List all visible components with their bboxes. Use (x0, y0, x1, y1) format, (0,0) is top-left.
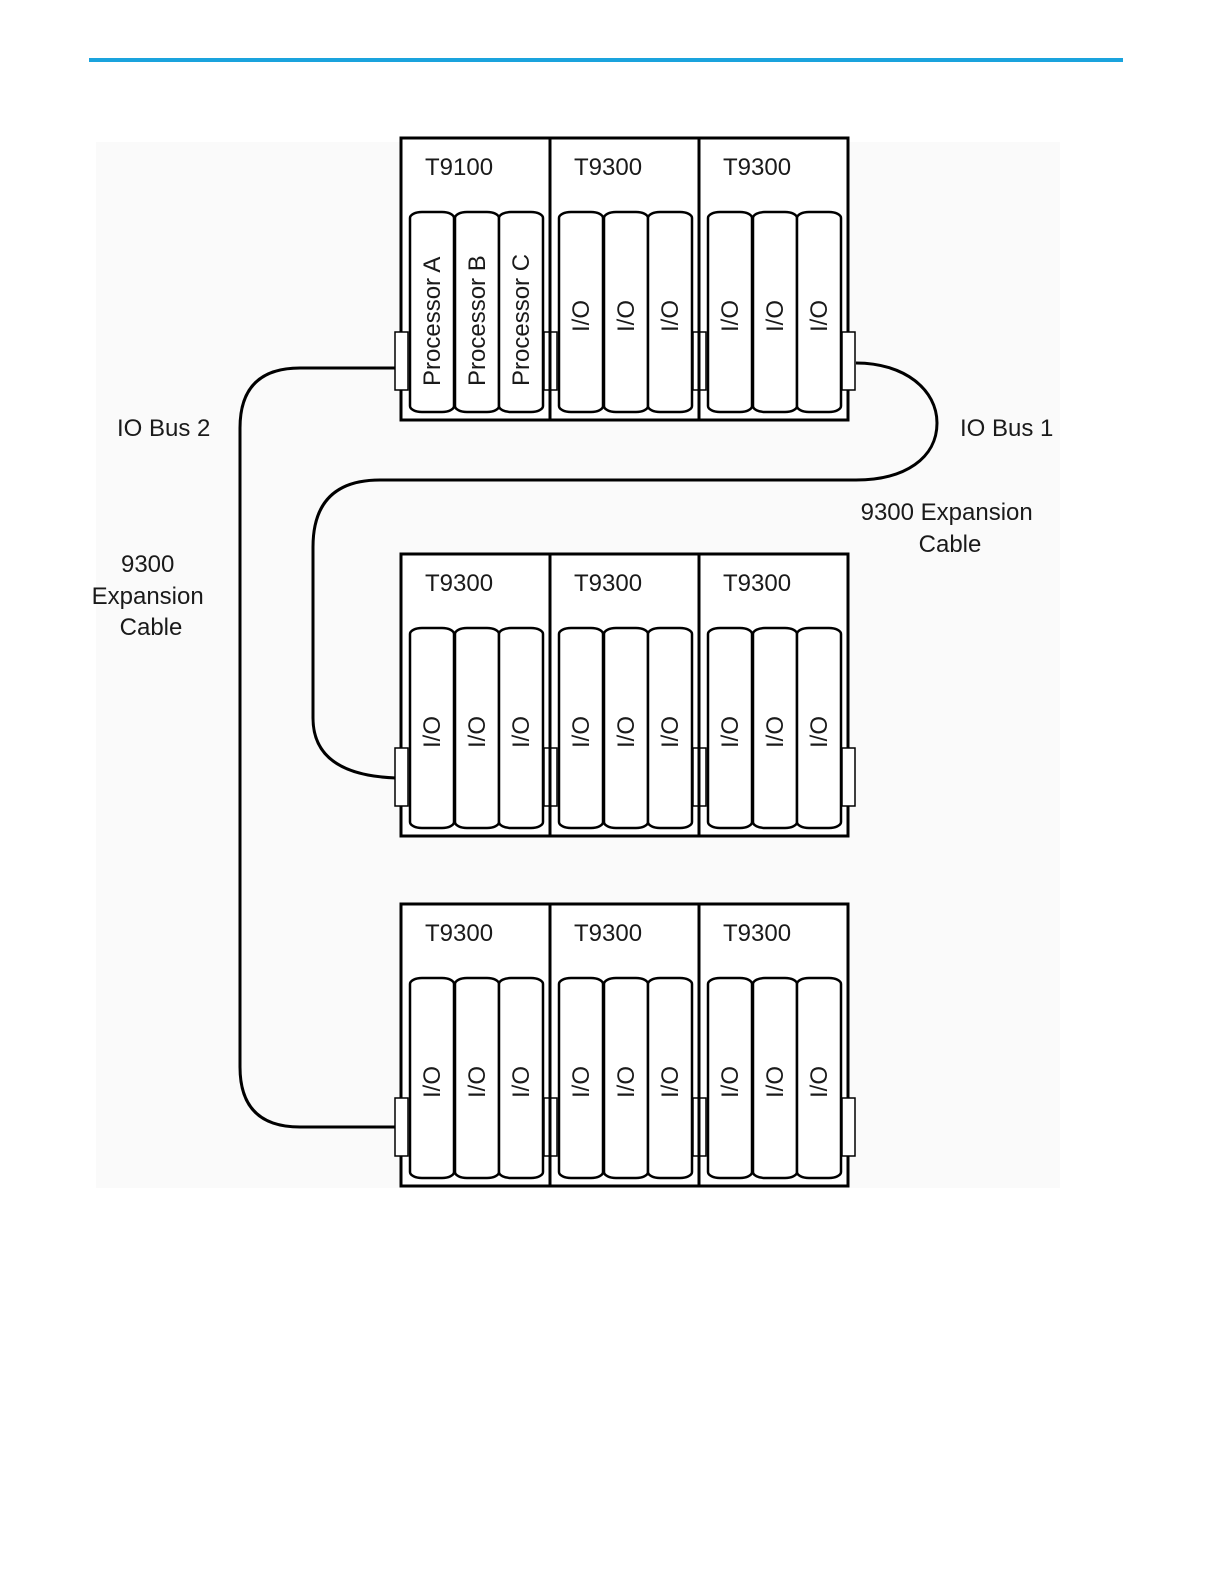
module-label: I/O (657, 716, 684, 748)
bus-connector (842, 748, 855, 806)
module-label: I/O (419, 1066, 446, 1098)
module-label: I/O (717, 300, 744, 332)
chassis-label: T9100 (425, 154, 493, 181)
module-label: I/O (613, 1066, 640, 1098)
chassis-label: T9300 (574, 154, 642, 181)
module-label: I/O (508, 716, 535, 748)
module-label: Processor C (508, 254, 535, 386)
module-label: I/O (762, 300, 789, 332)
module-label: I/O (762, 716, 789, 748)
module-label: I/O (464, 716, 491, 748)
chassis-label: T9300 (425, 920, 493, 947)
module-label: I/O (568, 1066, 595, 1098)
module-label: I/O (568, 300, 595, 332)
chassis-label: T9300 (425, 570, 493, 597)
module-label: I/O (657, 300, 684, 332)
io-bus-2-cable (240, 368, 396, 1127)
module-label: Processor A (419, 257, 446, 386)
module-label: I/O (717, 716, 744, 748)
bus-connector (395, 1098, 408, 1156)
bus-connector (395, 332, 408, 390)
chassis-label: T9300 (723, 570, 791, 597)
bus-connector (395, 748, 408, 806)
module-label: I/O (717, 1066, 744, 1098)
right-cable-label: 9300 Expansion Cable (861, 499, 1040, 558)
module-label: I/O (657, 1066, 684, 1098)
chassis-label: T9300 (574, 570, 642, 597)
module-label: Processor B (464, 255, 491, 386)
bus-connector (842, 332, 855, 390)
bus-connector (842, 1098, 855, 1156)
module-label: I/O (613, 300, 640, 332)
module-label: I/O (568, 716, 595, 748)
chassis-label: T9300 (574, 920, 642, 947)
left-cable-label: 9300 Expansion Cable (92, 551, 211, 641)
io-bus-1-label: IO Bus 1 (960, 415, 1053, 442)
module-label: I/O (806, 716, 833, 748)
module-label: I/O (464, 1066, 491, 1098)
module-label: I/O (419, 716, 446, 748)
module-label: I/O (806, 1066, 833, 1098)
module-label: I/O (508, 1066, 535, 1098)
module-label: I/O (806, 300, 833, 332)
chassis-label: T9300 (723, 920, 791, 947)
module-label: I/O (613, 716, 640, 748)
chassis-label: T9300 (723, 154, 791, 181)
module-label: I/O (762, 1066, 789, 1098)
io-bus-2-label: IO Bus 2 (117, 415, 210, 442)
